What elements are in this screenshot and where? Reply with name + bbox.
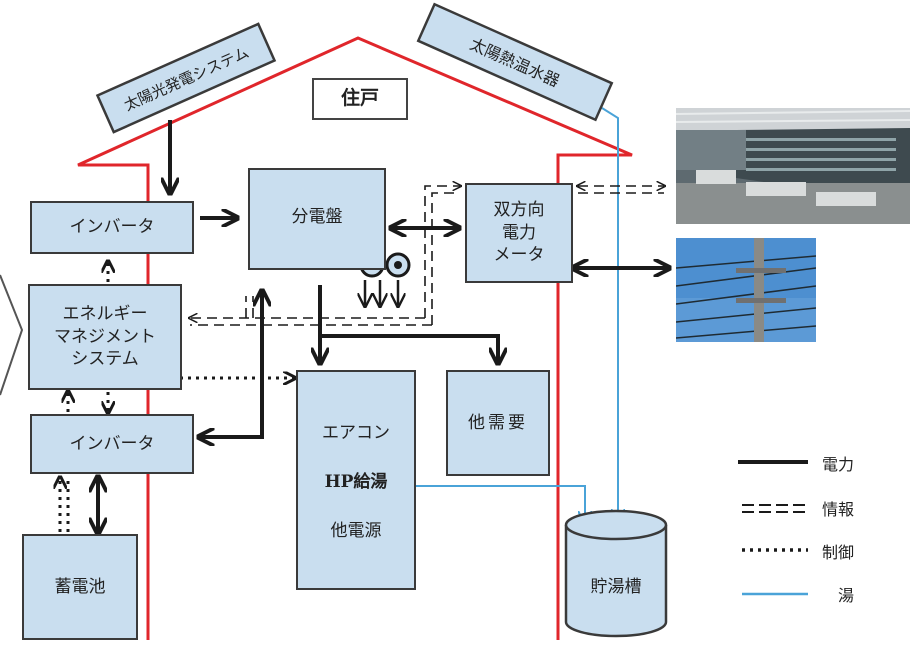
energy-management-system: エネルギー マネジメント システム [28,284,182,390]
inverter-bottom: インバータ [30,414,194,474]
smart-meter: 双方向 電力 メータ [465,183,573,283]
storage-tank-label: 貯湯槽 [591,577,642,597]
legend-control-label: 制御 [822,543,854,562]
hot-water-line-solar [601,107,618,520]
smart-meter-label: 双方向 電力 メータ [493,199,545,266]
power-pole-photo [676,238,816,342]
other-demand-label: 他需要 [468,412,528,433]
aircon-label: エアコン [322,423,390,443]
appliance-group: エアコン HP給湯 他電源 [296,370,416,590]
hot-water-line-hp [400,485,585,522]
legend-power-label: 電力 [822,455,854,474]
battery-label: 蓄電池 [54,576,106,597]
legend-info-label: 情報 [822,500,854,519]
energy-mgmt-label: エネルギー マネジメント システム [54,303,156,370]
info-lines [190,186,664,326]
power-arrows [98,120,668,532]
distribution-board-label: 分電盤 [291,207,343,227]
left-chevron [0,274,24,396]
hp-water-label: HP給湯 [324,471,388,492]
control-lines [60,262,294,532]
legend: 電力 情報 制御 湯 [738,455,854,605]
house-outline [77,36,633,640]
inverter-top-label: インバータ [69,217,155,238]
house-label-text: 住戸 [340,87,379,110]
solar-thermal-panel: 太陽熱温水器 [416,2,614,122]
other-sources-label: 他電源 [330,520,382,541]
control-center-photo [676,108,910,224]
inverter-top: インバータ [30,201,194,254]
distribution-board: 分電盤 [248,168,386,270]
other-demand: 他需要 [446,370,550,476]
storage-tank: 貯湯槽 [564,509,668,638]
legend-hot-water-label: 湯 [838,586,854,605]
house-label: 住戸 [312,78,408,120]
inverter-bottom-label: インバータ [69,433,155,454]
battery: 蓄電池 [22,534,138,640]
